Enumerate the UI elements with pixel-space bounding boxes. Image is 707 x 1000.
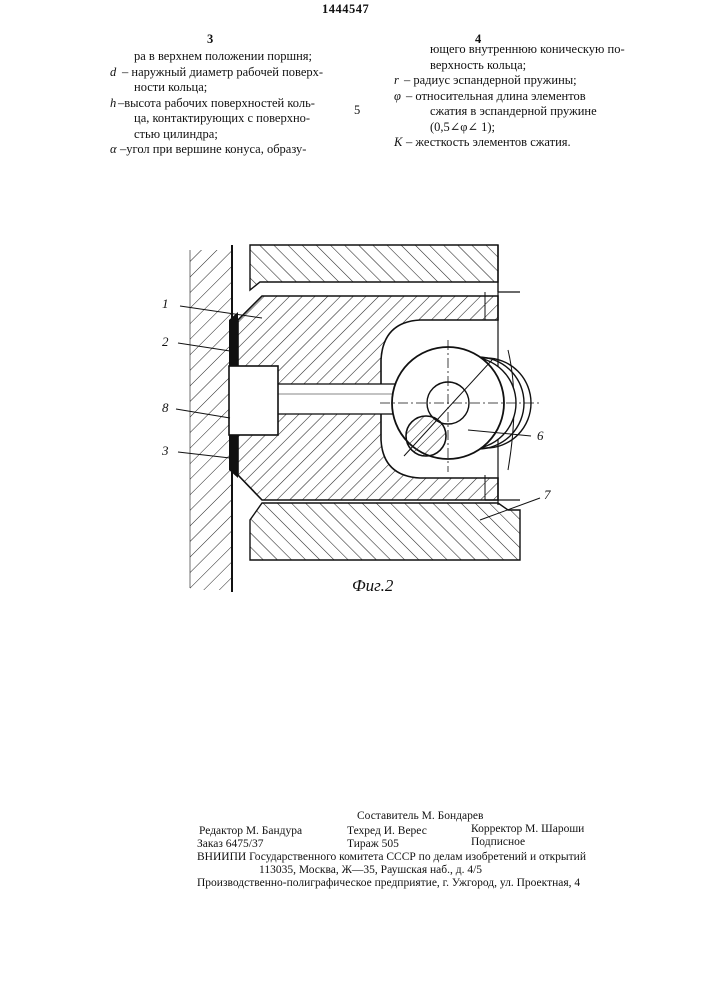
cylinder-wall — [190, 245, 232, 592]
imprint-composer: Составитель М. Бондарев — [357, 810, 483, 823]
piston-lower-land — [250, 503, 520, 560]
imprint-corrector: Корректор М. Шароши — [471, 823, 584, 836]
expander-spring — [380, 340, 540, 472]
imprint-plant: Производственно-полиграфическое предприя… — [197, 877, 580, 890]
imprint-editor: Редактор М. Бандура — [199, 825, 302, 838]
label-1: 1 — [162, 296, 169, 312]
label-2: 2 — [162, 334, 169, 350]
insert-upper — [229, 312, 238, 366]
imprint-vniipi: ВНИИПИ Государственного комитета СССР по… — [197, 851, 586, 864]
label-6: 6 — [537, 428, 544, 444]
imprint-techred: Техред И. Верес — [347, 825, 427, 838]
label-3: 3 — [162, 443, 169, 459]
piston-upper-land — [250, 245, 498, 290]
label-8: 8 — [162, 400, 169, 416]
imprint-address: 113035, Москва, Ж—35, Раушская наб., д. … — [259, 864, 482, 877]
figure-caption: Фиг.2 — [352, 576, 393, 596]
imprint-signed: Подписное — [471, 836, 525, 849]
imprint-order: Заказ 6475/37 — [197, 838, 264, 851]
label-7: 7 — [544, 487, 551, 503]
imprint-circulation: Тираж 505 — [347, 838, 399, 851]
